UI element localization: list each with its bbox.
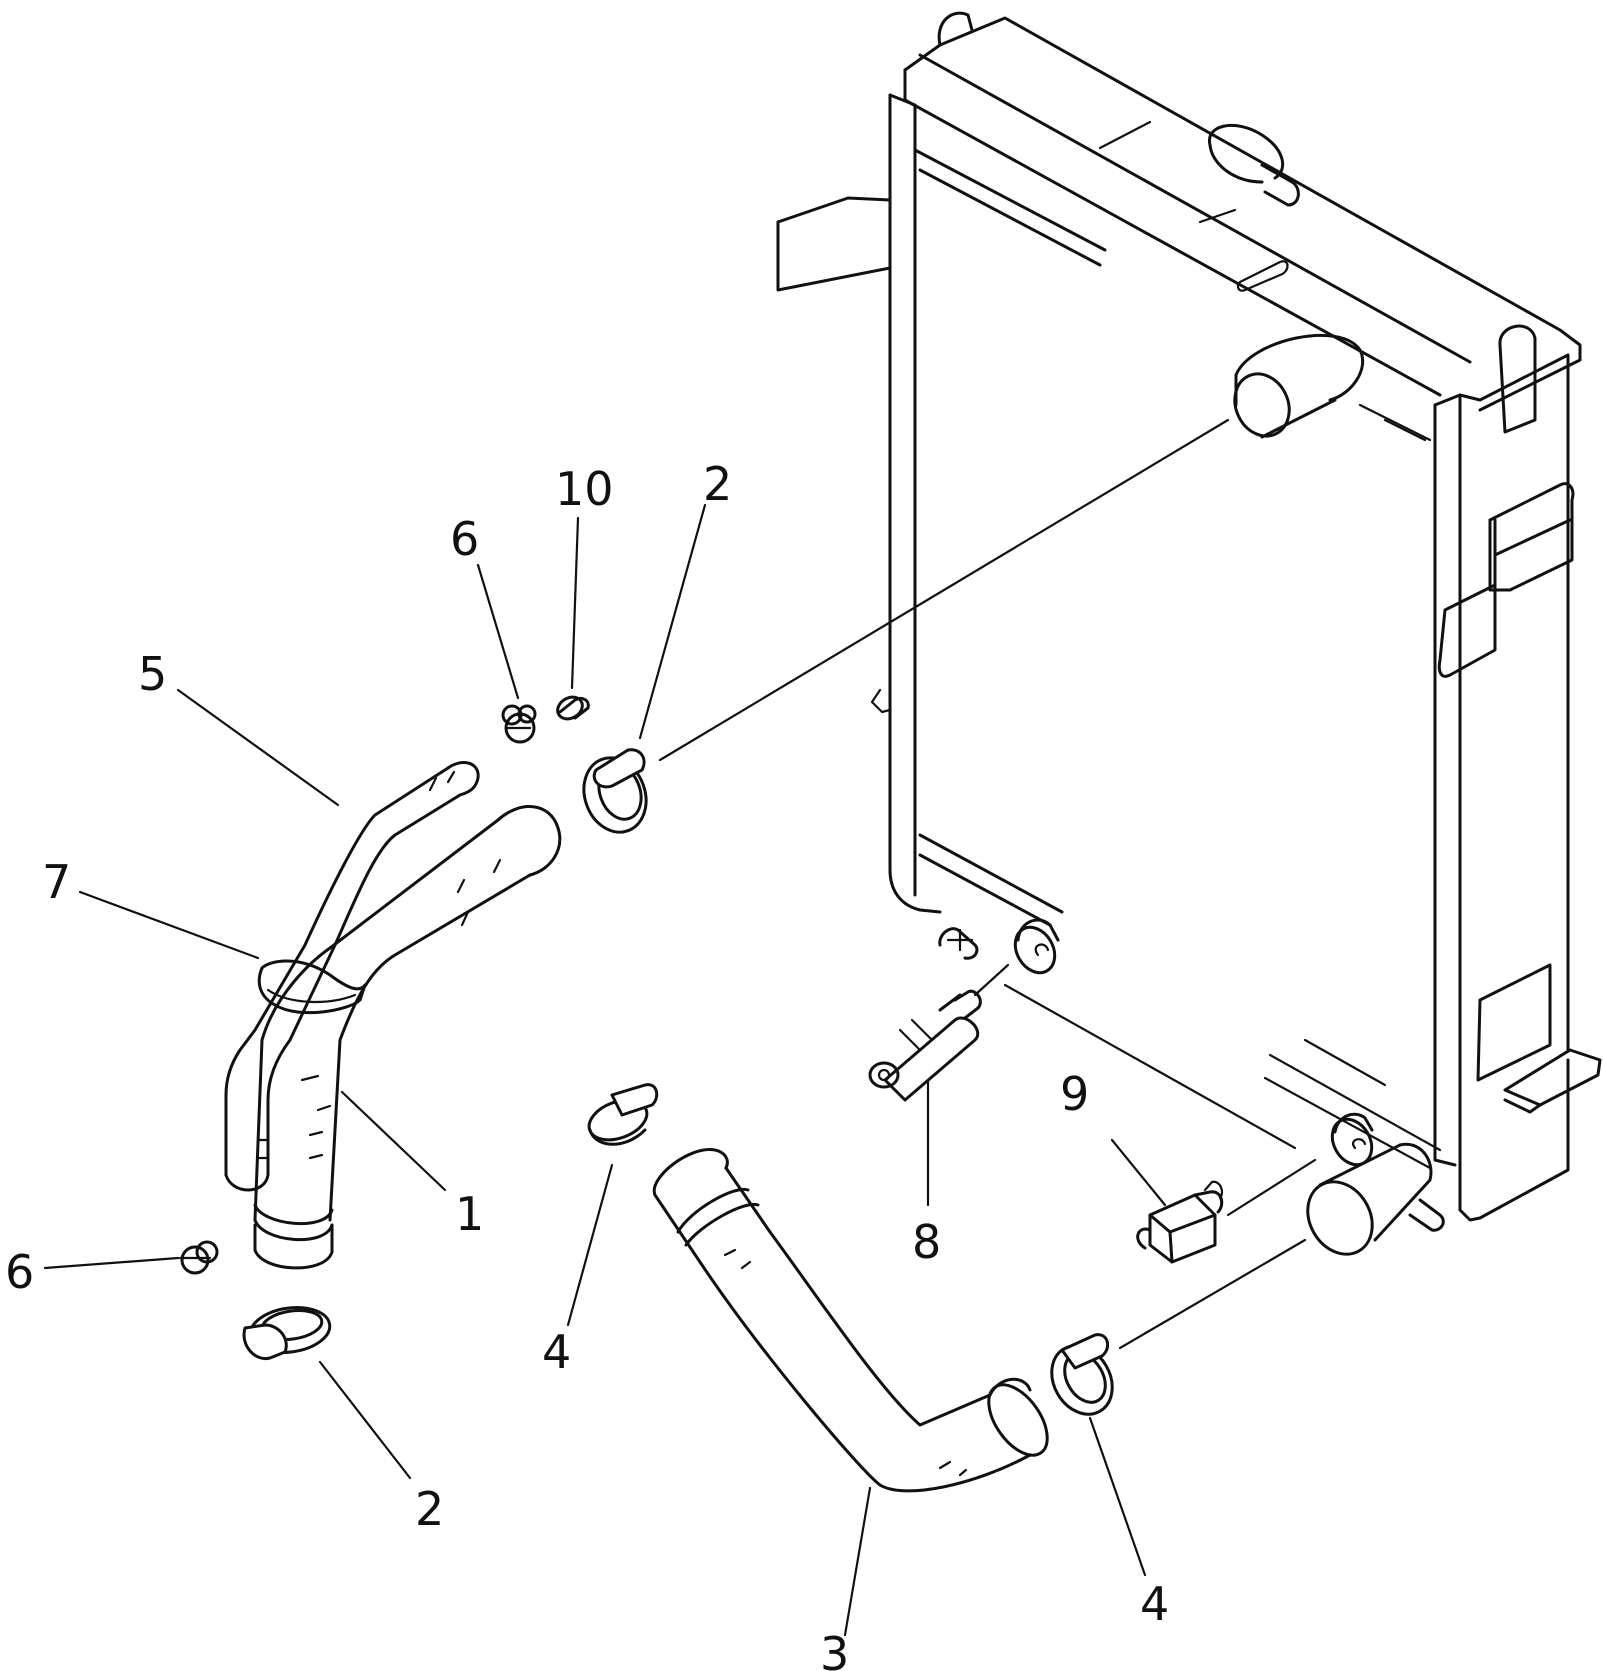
clamp-part-2-lower bbox=[242, 1306, 332, 1361]
callout-2-upper: 2 bbox=[703, 457, 732, 511]
hose-overflow-part-5 bbox=[224, 761, 480, 1192]
hose-lower-part-3 bbox=[652, 1148, 1049, 1493]
plug-part-10 bbox=[556, 695, 590, 721]
clamp-part-4-left bbox=[587, 1083, 659, 1146]
callout-4-left: 4 bbox=[542, 1325, 571, 1379]
callout-3: 3 bbox=[820, 1627, 849, 1671]
clamp-part-4-right bbox=[1050, 1333, 1114, 1416]
callout-10: 10 bbox=[555, 462, 614, 516]
clip-part-6-upper bbox=[501, 704, 537, 744]
assembly-guide-lines bbox=[658, 418, 1317, 1350]
band-part-7 bbox=[257, 959, 367, 1015]
callout-5: 5 bbox=[138, 647, 167, 701]
callout-4-right: 4 bbox=[1140, 1577, 1169, 1631]
callout-labels: 1 2 2 3 4 4 5 6 6 7 8 9 10 bbox=[5, 457, 1169, 1671]
clamp-part-2-upper bbox=[582, 748, 648, 834]
callout-2-lower: 2 bbox=[415, 1482, 444, 1536]
callout-9: 9 bbox=[1060, 1067, 1089, 1121]
callout-1: 1 bbox=[455, 1187, 484, 1241]
callout-8: 8 bbox=[912, 1215, 941, 1269]
fitting-part-9 bbox=[1136, 1180, 1224, 1264]
callout-6-upper: 6 bbox=[450, 512, 479, 566]
callout-6-lower: 6 bbox=[5, 1245, 34, 1299]
hose-upper-part-1 bbox=[253, 805, 562, 1270]
sensor-part-8 bbox=[868, 989, 982, 1102]
clip-part-6-lower bbox=[178, 1240, 219, 1275]
callout-leader-lines bbox=[43, 503, 1167, 1637]
radiator-assembly bbox=[776, 11, 1602, 1256]
callout-7: 7 bbox=[42, 855, 71, 909]
